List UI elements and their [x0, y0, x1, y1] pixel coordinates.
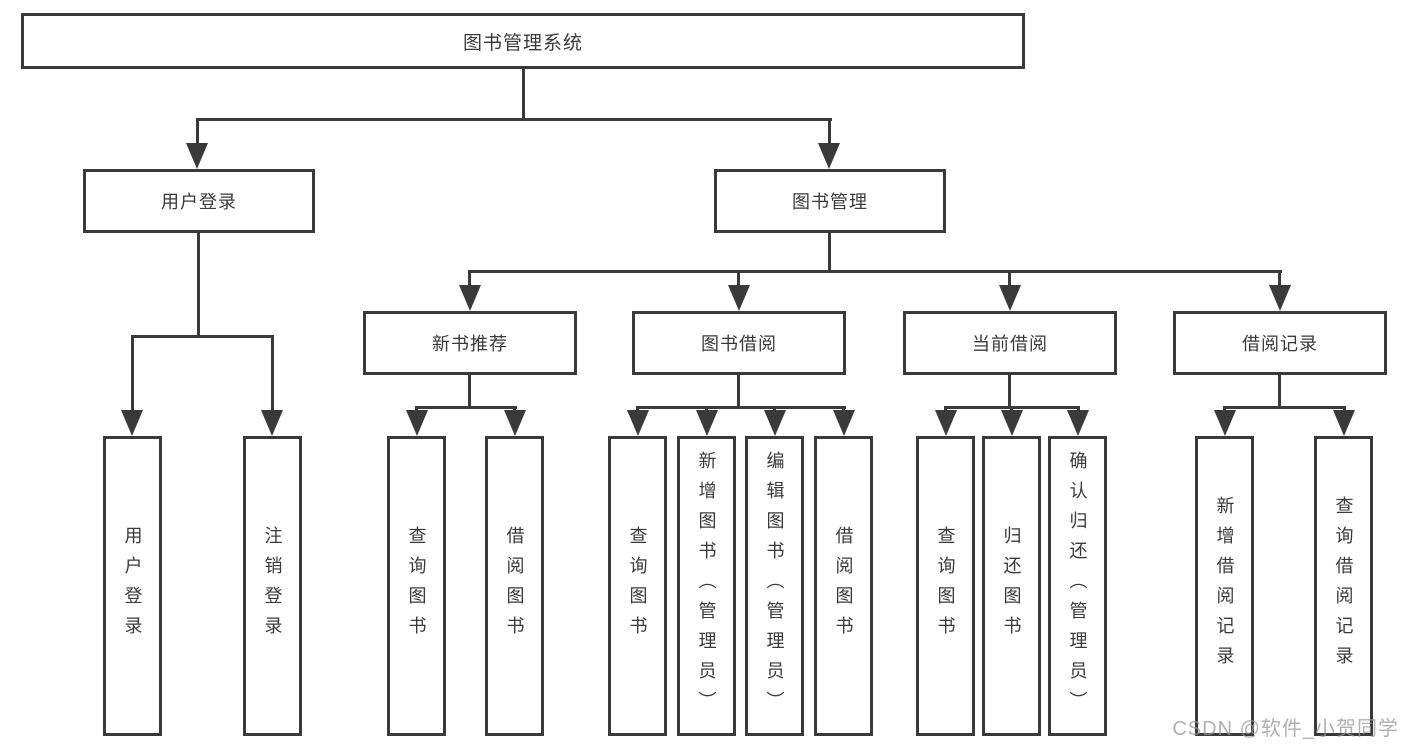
- connector-line: [131, 335, 274, 338]
- leaf-logout: 注销登录: [243, 436, 302, 736]
- leaf-query-borrow-record: 查询借阅记录: [1314, 436, 1373, 736]
- leaf-confirm-return-admin: 确认归还（管理员）: [1048, 436, 1107, 736]
- node-label: 新增借阅记录: [1214, 496, 1235, 676]
- node-label: 图书管理: [792, 192, 868, 212]
- connector-line: [828, 233, 831, 273]
- connector-line: [1278, 270, 1281, 285]
- arrow-down-icon: [1269, 285, 1291, 311]
- node-label: 查询借阅记录: [1333, 496, 1354, 676]
- connector-line: [828, 118, 831, 146]
- node-label: 借阅图书: [504, 526, 525, 646]
- connector-line: [1008, 375, 1011, 408]
- arrow-down-icon: [764, 410, 786, 436]
- leaf-query-books-recommend: 查询图书: [387, 436, 446, 736]
- arrow-down-icon: [818, 143, 840, 169]
- connector-line: [468, 375, 471, 408]
- leaf-query-books-borrow: 查询图书: [608, 436, 667, 736]
- leaf-edit-books-admin: 编辑图书（管理员）: [745, 436, 804, 736]
- node-label: 借阅图书: [833, 526, 854, 646]
- node-borrowing-records: 借阅记录: [1173, 311, 1387, 375]
- node-label: 图书借阅: [701, 334, 777, 354]
- leaf-borrow-books-recommend: 借阅图书: [485, 436, 544, 736]
- node-label: 确认归还（管理员）: [1067, 451, 1088, 721]
- connector-line: [271, 335, 274, 412]
- leaf-add-books-admin: 新增图书（管理员）: [677, 436, 736, 736]
- arrow-down-icon: [1067, 410, 1089, 436]
- node-label: 借阅记录: [1242, 334, 1318, 354]
- node-label: 查询图书: [935, 526, 956, 646]
- node-label: 归还图书: [1001, 526, 1022, 646]
- arrow-down-icon: [999, 285, 1021, 311]
- connector-line: [737, 375, 740, 408]
- arrow-down-icon: [261, 410, 283, 436]
- arrow-down-icon: [406, 410, 428, 436]
- node-label: 图书管理系统: [462, 32, 583, 54]
- leaf-query-books-current: 查询图书: [916, 436, 975, 736]
- connector-line: [1223, 406, 1346, 409]
- connector-line: [197, 233, 200, 337]
- node-book-borrowing: 图书借阅: [632, 311, 846, 375]
- node-label: 新增图书（管理员）: [696, 451, 717, 721]
- node-label: 编辑图书（管理员）: [764, 451, 785, 721]
- connector-line: [1008, 270, 1011, 285]
- node-label: 用户登录: [161, 192, 237, 212]
- node-new-book-recommend: 新书推荐: [363, 311, 577, 375]
- connector-line: [196, 118, 199, 146]
- connector-line: [196, 118, 832, 121]
- arrow-down-icon: [696, 410, 718, 436]
- arrow-down-icon: [186, 143, 208, 169]
- node-label: 查询图书: [627, 526, 648, 646]
- connector-line: [468, 270, 1282, 273]
- arrow-down-icon: [728, 285, 750, 311]
- connector-line: [522, 69, 525, 120]
- node-label: 当前借阅: [972, 334, 1048, 354]
- leaf-user-login: 用户登录: [103, 436, 162, 736]
- node-label: 用户登录: [122, 526, 143, 646]
- arrow-down-icon: [1333, 410, 1355, 436]
- arrow-down-icon: [504, 410, 526, 436]
- node-user-login: 用户登录: [83, 169, 315, 233]
- connector-line: [1278, 375, 1281, 408]
- arrow-down-icon: [935, 410, 957, 436]
- connector-line: [737, 270, 740, 285]
- connector-line: [468, 270, 471, 285]
- node-book-management: 图书管理: [714, 169, 946, 233]
- node-label: 新书推荐: [432, 334, 508, 354]
- arrow-down-icon: [1214, 410, 1236, 436]
- leaf-borrow-books: 借阅图书: [814, 436, 873, 736]
- connector-line: [415, 406, 517, 409]
- connector-line: [636, 406, 846, 409]
- arrow-down-icon: [627, 410, 649, 436]
- arrow-down-icon: [833, 410, 855, 436]
- leaf-return-books: 归还图书: [982, 436, 1041, 736]
- node-current-borrowing: 当前借阅: [903, 311, 1117, 375]
- arrow-down-icon: [459, 285, 481, 311]
- arrow-down-icon: [1001, 410, 1023, 436]
- node-label: 查询图书: [406, 526, 427, 646]
- leaf-add-borrow-record: 新增借阅记录: [1195, 436, 1254, 736]
- node-library-system: 图书管理系统: [21, 13, 1025, 69]
- connector-line: [131, 335, 134, 412]
- node-label: 注销登录: [262, 526, 283, 646]
- arrow-down-icon: [121, 410, 143, 436]
